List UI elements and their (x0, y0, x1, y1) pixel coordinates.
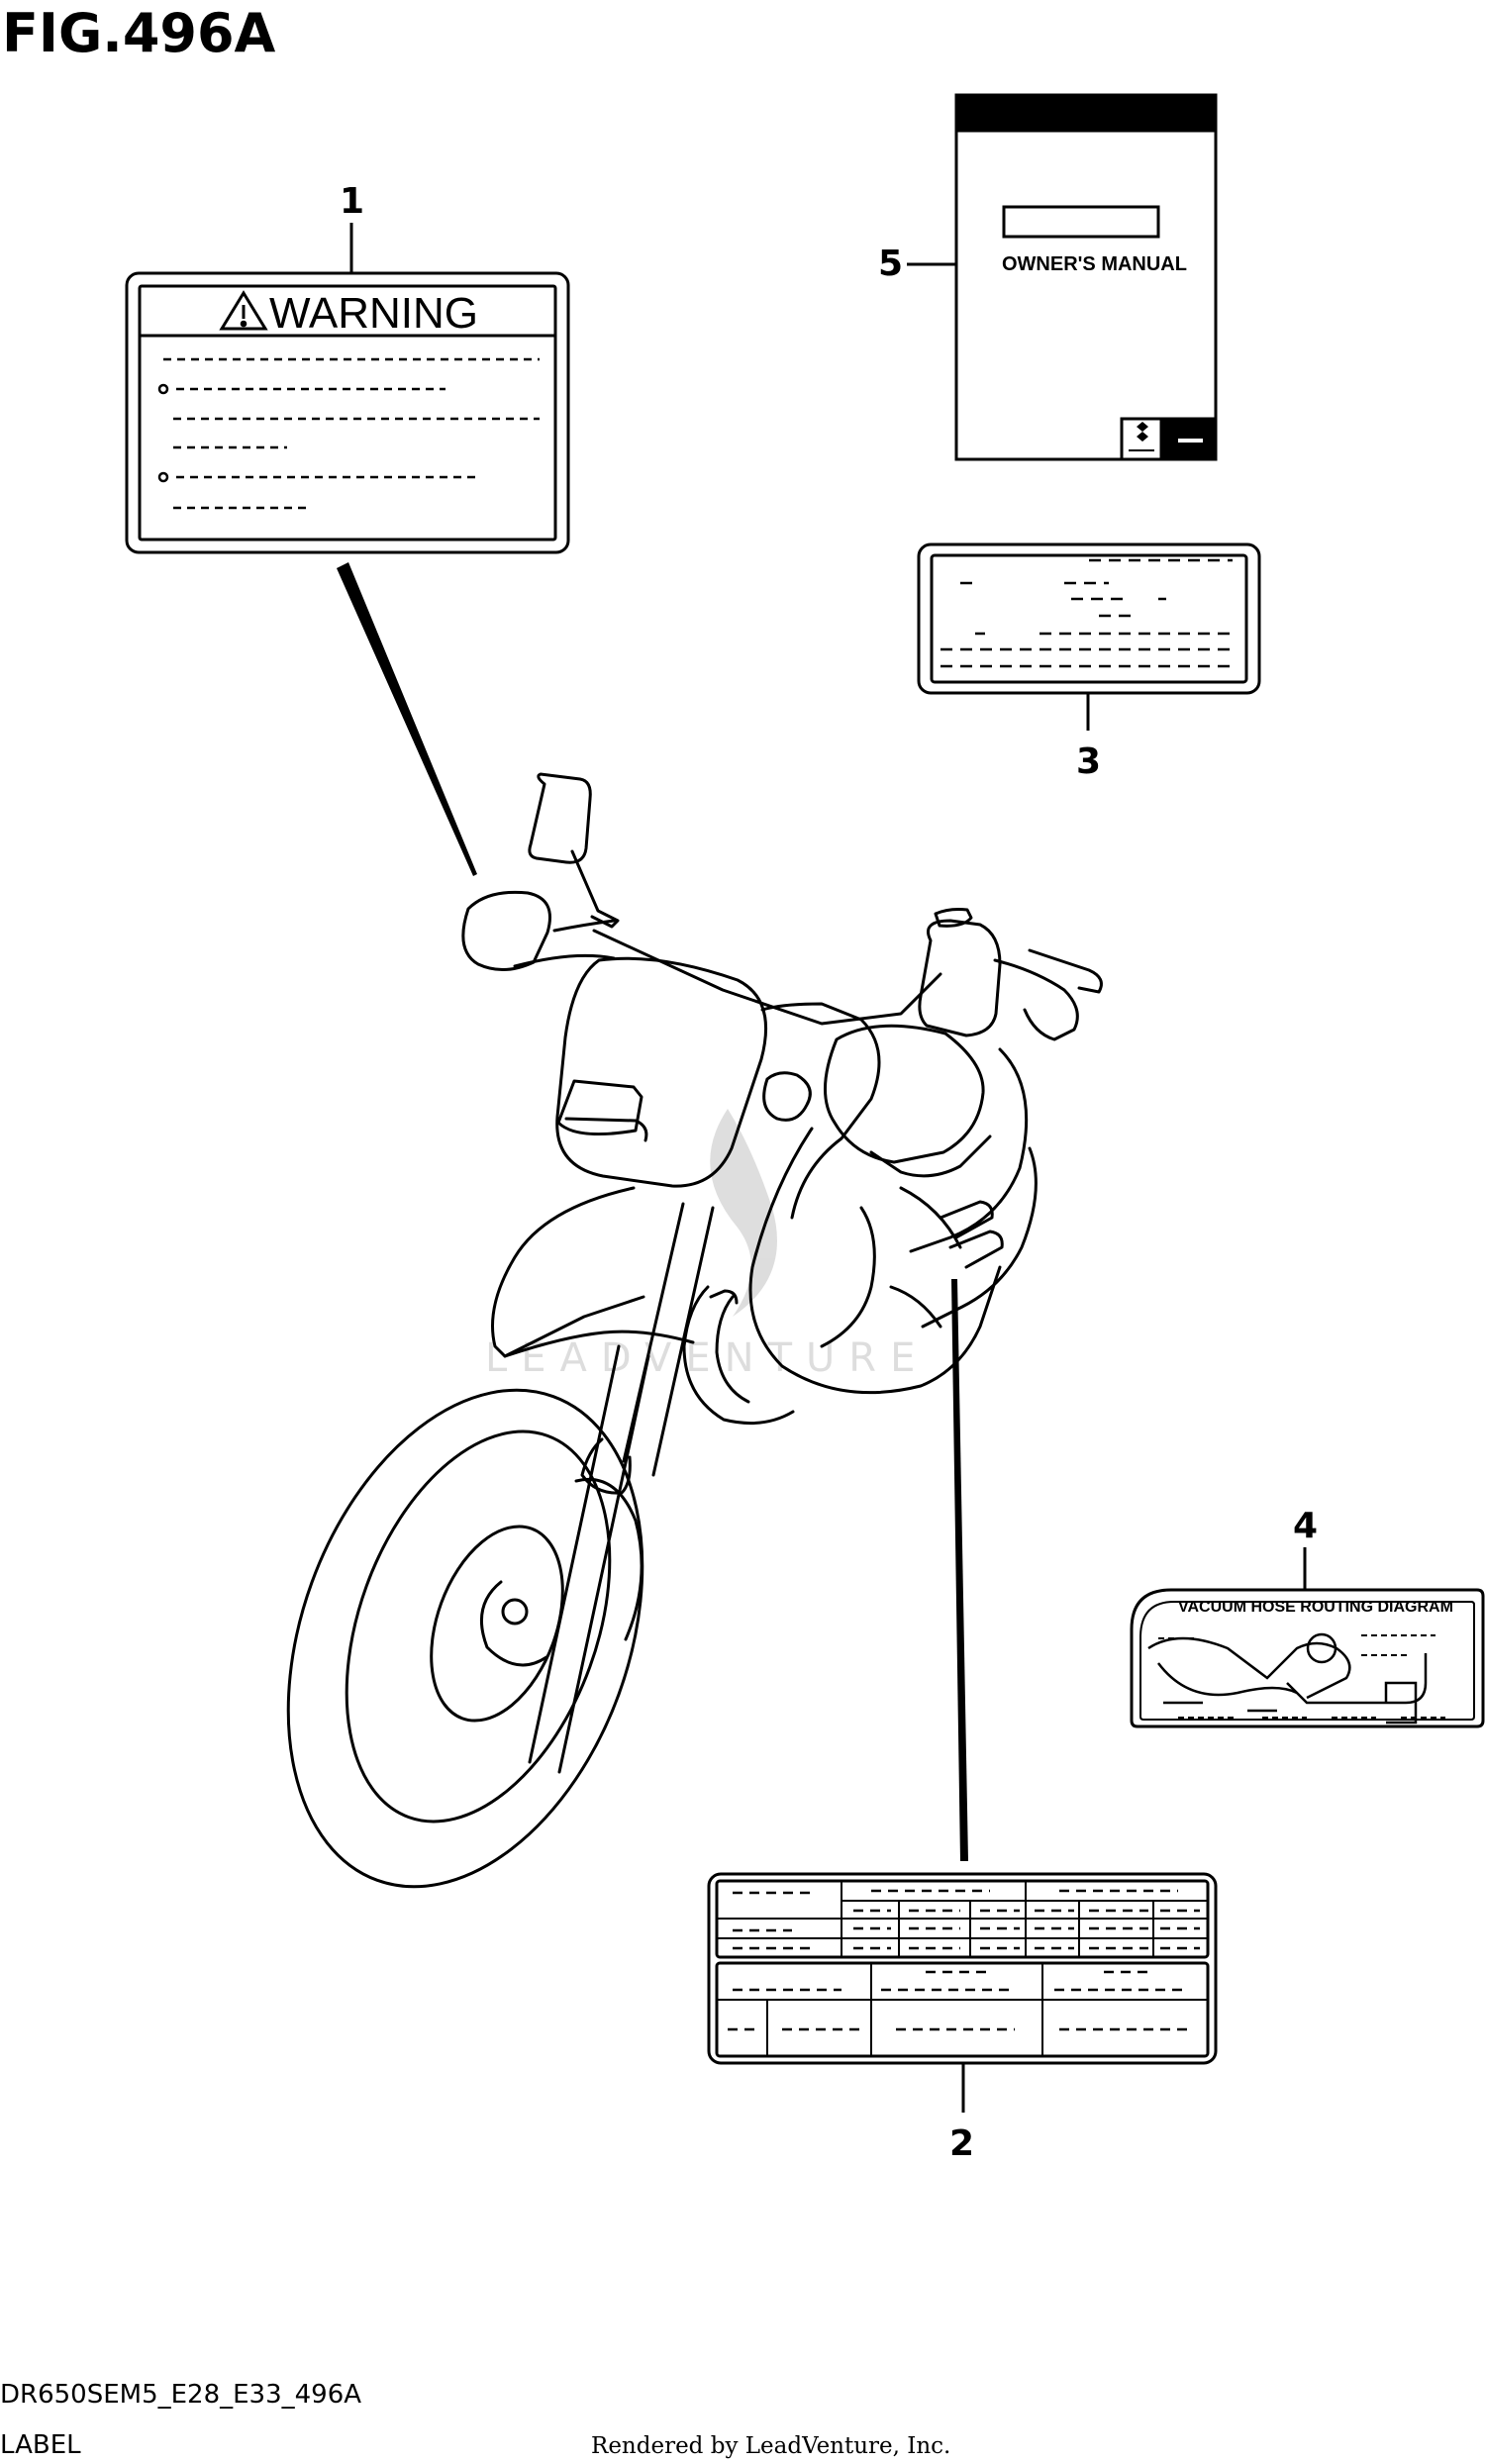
tire-info-label[interactable] (707, 1872, 1218, 2065)
callout-1-pointer (337, 562, 477, 876)
watermark: LEADVENTURE (485, 1109, 929, 1381)
callout-4: 4 (1293, 1506, 1318, 1546)
warning-label[interactable] (125, 271, 570, 554)
callout-5: 5 (878, 244, 903, 284)
diagram-category: LABEL (0, 2430, 81, 2460)
warning-title: WARNING (269, 289, 478, 338)
label-3[interactable] (917, 542, 1261, 695)
diagram-id: DR650SEM5_E28_E33_496A (0, 2380, 361, 2410)
owners-manual-title: OWNER'S MANUAL (1002, 253, 1187, 275)
callout-2-pointer (951, 1279, 968, 1861)
callout-3: 3 (1076, 741, 1101, 782)
render-credit: Rendered by LeadVenture, Inc. (591, 2433, 950, 2459)
warning-triangle-icon (219, 290, 268, 331)
suzuki-logo-icon (1129, 422, 1154, 451)
figure-title: FIG.496A (2, 2, 276, 64)
vacuum-label-title: VACUUM HOSE ROUTING DIAGRAM (1178, 1599, 1453, 1616)
watermark-text: LEADVENTURE (485, 1335, 929, 1381)
callout-2: 2 (949, 2123, 974, 2164)
owners-manual[interactable] (954, 93, 1218, 461)
motorcycle-illustration (286, 772, 1103, 1889)
callout-1: 1 (340, 181, 364, 222)
vacuum-hose-label[interactable] (1130, 1588, 1485, 1728)
